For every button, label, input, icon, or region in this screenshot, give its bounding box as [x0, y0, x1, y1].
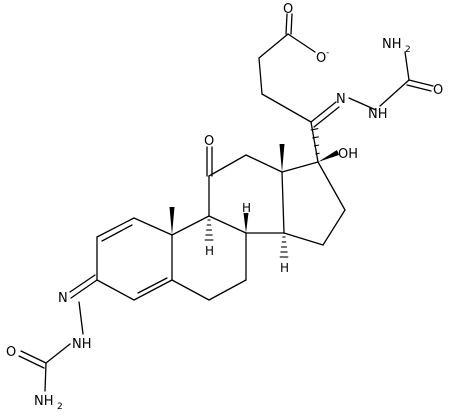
atom-c11-ketone-o: O — [204, 134, 214, 149]
bond-nh-c-bottom — [45, 343, 71, 364]
atom-labels: O O - NH 2 O N NH O OH H H H N NH O NH 2 — [6, 2, 443, 412]
atom-bottom-nh2-subscript: 2 — [57, 402, 63, 412]
bond-c13-c17 — [281, 161, 319, 173]
atom-ring-nh: NH — [72, 337, 92, 352]
bond-c3-c4 — [96, 279, 135, 301]
bond-c5-c6 — [171, 279, 210, 301]
bond-c-o-single — [287, 33, 316, 53]
atom-side-carbonyl-o: O — [433, 83, 443, 98]
atom-carboxylate-charge: - — [326, 48, 329, 58]
bond-n-nh-bottom — [78, 301, 84, 335]
bond-c4-c5-a — [133, 279, 173, 301]
atom-ring-imine-n: N — [58, 291, 68, 306]
bond-c12-c13 — [245, 154, 283, 173]
bond-c-o-double-a — [285, 13, 288, 35]
stereo-bonds — [169, 128, 339, 258]
bond-c1-c2-b — [101, 224, 133, 242]
hash-c9-h — [204, 219, 214, 241]
atom-bottom-nh2: NH — [34, 394, 54, 409]
bond-c16-c15 — [322, 209, 346, 246]
bond-c15-c14 — [283, 232, 324, 246]
hash-c14-h — [279, 236, 289, 258]
bond-c3-n-b — [69, 274, 96, 293]
bond-n-nh — [348, 97, 377, 111]
bond-c-o-double-b — [290, 13, 293, 35]
wedge-c17-oh — [318, 150, 339, 162]
bond-lines — [18, 13, 434, 392]
hash-c17-c20 — [310, 128, 320, 155]
atom-side-nh2-subscript: 2 — [405, 45, 411, 55]
bond-nh-c — [379, 79, 410, 107]
bond-c17-c16 — [317, 161, 346, 211]
bond-c17-c20 — [310, 121, 319, 163]
bond-c-o-bottom-a — [20, 350, 47, 364]
bond-c9-c10 — [171, 215, 210, 236]
wedge-c10-methyl — [169, 207, 175, 235]
wedge-c13-methyl — [279, 144, 285, 172]
bond-c-o-side-a — [408, 79, 434, 87]
bond-c6-c7 — [208, 279, 247, 301]
bond-ch2-cooh — [258, 33, 289, 59]
atom-side-nh2: NH — [382, 37, 402, 52]
bond-c-nh2-side — [404, 51, 410, 81]
bond-c1-c2-a — [96, 217, 135, 238]
bond-c-nh2-bottom — [44, 362, 47, 392]
atom-carboxylate-o-double: O — [283, 2, 293, 17]
atom-h-c9: H — [205, 244, 214, 258]
bond-c3-n-a — [70, 279, 98, 299]
atom-c17-oh: OH — [338, 147, 358, 162]
atom-side-nh: NH — [368, 107, 388, 122]
atom-h-c8: H — [242, 201, 251, 215]
wedge-c8-h — [243, 213, 249, 233]
atom-h-c14: H — [280, 261, 289, 275]
atom-bottom-carbonyl-o: O — [6, 345, 16, 360]
bond-c14-c13 — [281, 171, 285, 234]
atom-carboxylate-o-single: O — [316, 51, 326, 66]
bond-ch2-ch2 — [258, 57, 263, 95]
bond-c-o-side-b — [406, 84, 432, 92]
bond-c11-c12 — [208, 154, 247, 177]
bond-c20-n-a — [310, 101, 337, 123]
bond-c4-c5-b — [137, 277, 168, 294]
bond-c-o-bottom-b — [18, 355, 45, 369]
bond-ch2-c20 — [261, 93, 312, 123]
bond-c9-c8 — [208, 215, 247, 234]
atom-side-imine-n: N — [336, 92, 346, 107]
bond-c10-c1 — [133, 217, 173, 236]
bond-c20-n-b — [313, 106, 340, 128]
